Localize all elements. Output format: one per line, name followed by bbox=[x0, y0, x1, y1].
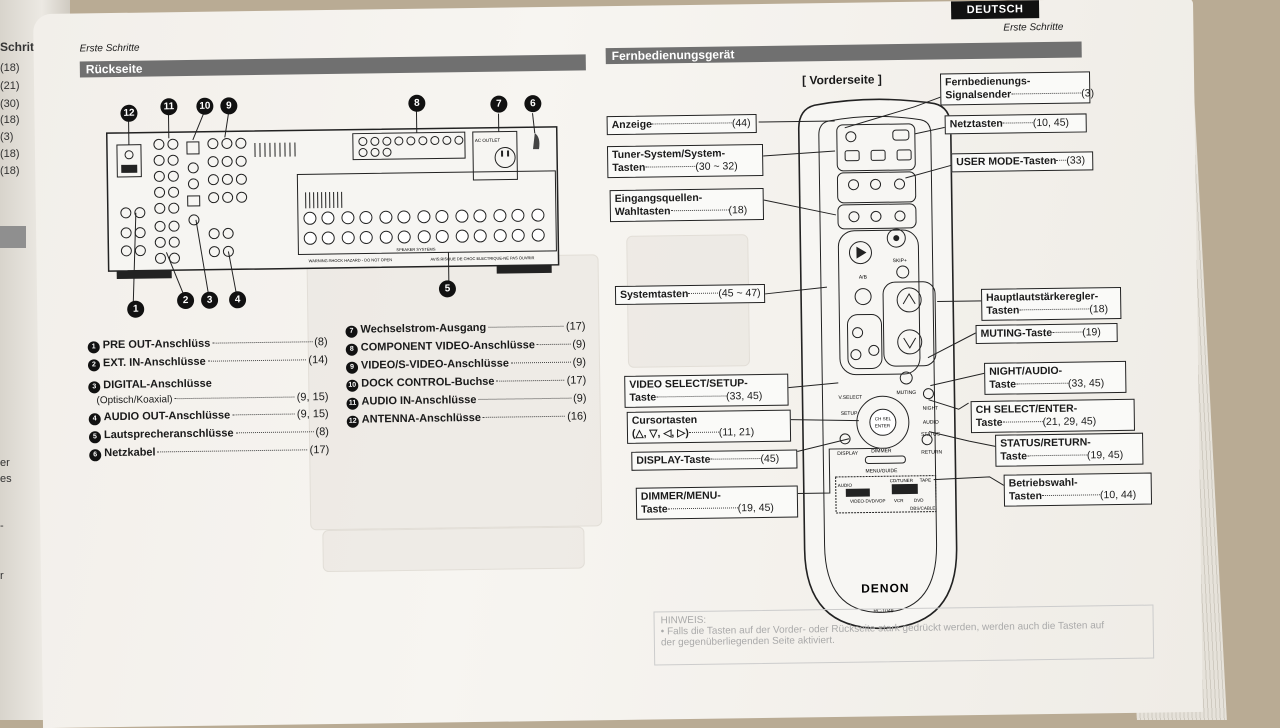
callout-display: DISPLAY-Taste(45) bbox=[631, 450, 797, 471]
left-page-ref: (18) bbox=[0, 62, 20, 74]
callout-status: STATUS/RETURN- Taste(19, 45) bbox=[995, 433, 1143, 467]
left-page-side-text: es bbox=[0, 473, 12, 485]
left-page-side-text: - bbox=[0, 520, 4, 532]
callout-betrieb: Betriebswahl- Tasten(10, 44) bbox=[1004, 473, 1152, 507]
left-page-ref: (18) bbox=[0, 165, 20, 177]
hinweis-box: HINWEIS: • Falls die Tasten auf der Vord… bbox=[653, 605, 1154, 666]
manual-page: Erste Schritte DEUTSCH Erste Schritte Rü… bbox=[33, 0, 1203, 728]
callout-nightaudio: NIGHT/AUDIO- Taste(33, 45) bbox=[984, 361, 1126, 395]
callout-signalsender: Fernbedienungs- Signalsender(3) bbox=[940, 71, 1090, 105]
left-page-dark-block bbox=[0, 226, 26, 248]
callout-hauptlaut: Hauptlautstärkeregler- Tasten(18) bbox=[981, 287, 1121, 321]
callout-dimmer: DIMMER/MENU- Taste(19, 45) bbox=[636, 486, 798, 520]
callout-cursor: Cursortasten (△, ▽, ◁, ▷)(11, 21) bbox=[627, 410, 791, 444]
callout-tuner: Tuner-System/System- Tasten(30 ~ 32) bbox=[607, 144, 763, 178]
left-page-ref: (30) bbox=[0, 98, 20, 110]
left-page-ref: (21) bbox=[0, 80, 20, 92]
left-page-ref: (3) bbox=[0, 131, 13, 143]
callout-anzeige: Anzeige(44) bbox=[607, 114, 757, 135]
callout-systemtasten: Systemtasten(45 ~ 47) bbox=[615, 284, 765, 305]
left-page-side-text: r bbox=[0, 570, 4, 582]
callout-chselect: CH SELECT/ENTER- Taste(21, 29, 45) bbox=[971, 399, 1135, 433]
left-page-side-text: er bbox=[0, 457, 10, 469]
callout-videoselect: VIDEO SELECT/SETUP- Taste(33, 45) bbox=[624, 374, 788, 408]
left-page-ref: (18) bbox=[0, 148, 20, 160]
callout-netztasten: Netztasten(10, 45) bbox=[945, 113, 1087, 134]
callout-muting: MUTING-Taste(19) bbox=[976, 323, 1118, 344]
left-page-ref: (18) bbox=[0, 114, 20, 126]
callout-eingang: Eingangsquellen- Wahltasten(18) bbox=[610, 188, 764, 222]
callout-usermode: USER MODE-Tasten(33) bbox=[951, 151, 1093, 172]
